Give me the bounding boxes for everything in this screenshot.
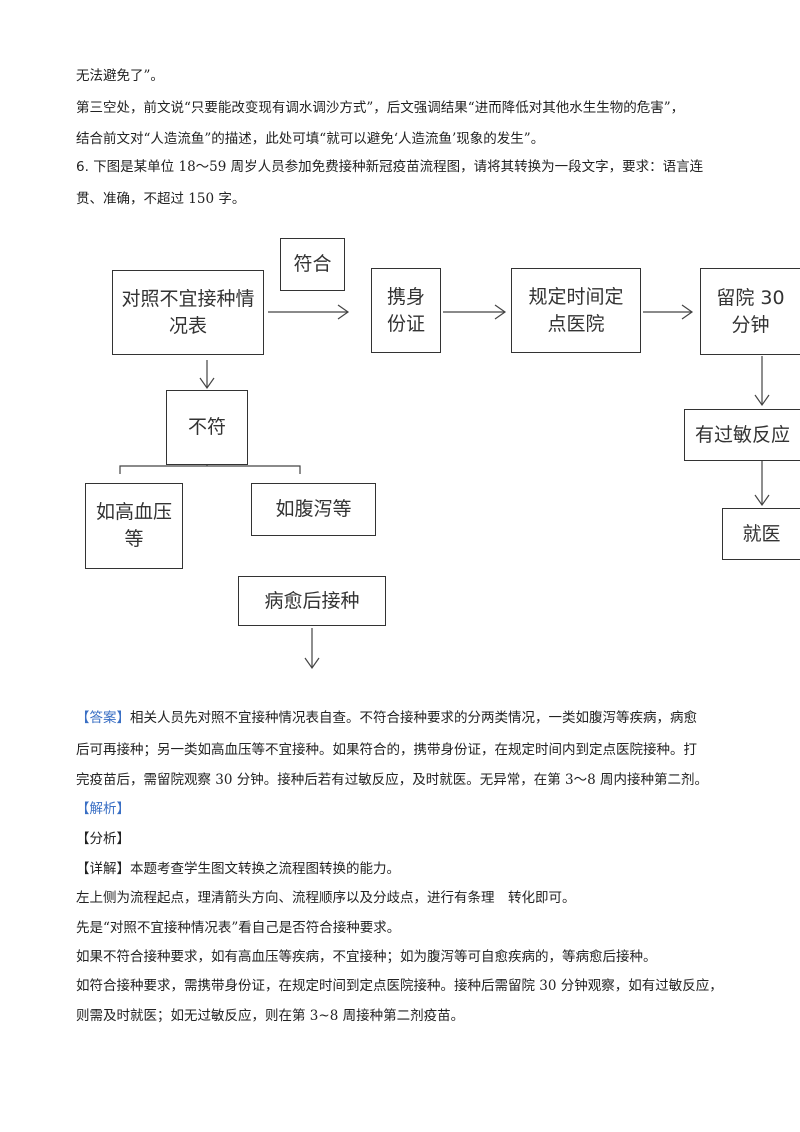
arrowhead xyxy=(754,494,770,507)
answer-line-3: 完疫苗后，需留院观察 30 分钟。接种后若有过敏反应，及时就医。无异常，在第 3… xyxy=(76,772,709,788)
box-see-doctor: 就医 xyxy=(722,508,800,560)
box-high-blood-pressure: 如高血压等 xyxy=(85,483,183,569)
intro-line-1: 无法避免了”。 xyxy=(76,68,164,84)
intro-line-3: 结合前文对“人造流鱼”的描述，此处可填“就可以避免‘人造流鱼’现象的发生”。 xyxy=(76,131,545,147)
question-line-2: 贯、准确，不超过 150 字。 xyxy=(76,191,246,207)
arrowhead xyxy=(681,304,694,320)
box-match: 符合 xyxy=(280,238,345,291)
answer-line-2: 后可再接种；另一类如高血压等不宜接种。如果符合的，携带身份证，在规定时间内到定点… xyxy=(76,742,697,758)
analysis-line-4: 如果不符合接种要求，如有高血压等疾病，不宜接种；如为腹泻等可自愈疾病的，等病愈后… xyxy=(76,949,657,965)
analysis-line-2: 左上侧为流程起点，理清箭头方向、流程顺序以及分歧点，进行有条理 转化即可。 xyxy=(76,890,576,906)
branch-bracket xyxy=(119,465,301,474)
intro-line-2: 第三空处，前文说“只要能改变现有调水调沙方式”，后文强调结果“进而降低对其他水生… xyxy=(76,100,685,116)
answer-text-1: 相关人员先对照不宜接种情况表自查。不符合接种要求的分两类情况，一类如腹泻等疾病，… xyxy=(130,710,697,726)
arrowhead xyxy=(494,304,507,320)
box-recover-vaccinate: 病愈后接种 xyxy=(238,576,386,626)
box-check-table: 对照不宜接种情况表 xyxy=(112,270,264,355)
box-hospital: 规定时间定点医院 xyxy=(511,268,641,353)
box-no-match: 不符 xyxy=(166,390,248,465)
analysis-fenxi: 【分析】 xyxy=(76,831,130,847)
detail-tag: 【详解】 xyxy=(76,861,130,877)
box-allergy: 有过敏反应 xyxy=(684,409,800,461)
question-line-1: 6. 下图是某单位 18～59 周岁人员参加免费接种新冠疫苗流程图，请将其转换为… xyxy=(76,155,703,175)
analysis-line-6: 则需及时就医；如无过敏反应，则在第 3~8 周接种第二剂疫苗。 xyxy=(76,1008,465,1024)
analysis-line-3: 先是“对照不宜接种情况表”看自己是否符合接种要求。 xyxy=(76,920,401,936)
question-text-1: 下图是某单位 18～59 周岁人员参加免费接种新冠疫苗流程图，请将其转换为一段文… xyxy=(93,159,704,175)
question-number: 6. xyxy=(76,159,89,175)
analysis-tag: 【解析】 xyxy=(76,801,130,817)
box-id-card: 携身份证 xyxy=(371,268,441,353)
arrowhead xyxy=(304,657,320,670)
analysis-line-1: 【详解】本题考查学生图文转换之流程图转换的能力。 xyxy=(76,857,400,877)
arrowhead xyxy=(337,304,350,320)
answer-line-1: 【答案】相关人员先对照不宜接种情况表自查。不符合接种要求的分两类情况，一类如腹泻… xyxy=(76,706,697,726)
arrowhead xyxy=(199,377,215,390)
arrowhead xyxy=(754,394,770,407)
answer-tag: 【答案】 xyxy=(76,710,130,726)
box-diarrhea: 如腹泻等 xyxy=(251,483,376,536)
box-stay-30min: 留院 30 分钟 xyxy=(700,268,800,355)
detail-text: 本题考查学生图文转换之流程图转换的能力。 xyxy=(130,861,400,877)
flow-arrows xyxy=(119,304,770,670)
analysis-line-5: 如符合接种要求，需携带身份证，在规定时间到定点医院接种。接种后需留院 30 分钟… xyxy=(76,978,723,994)
